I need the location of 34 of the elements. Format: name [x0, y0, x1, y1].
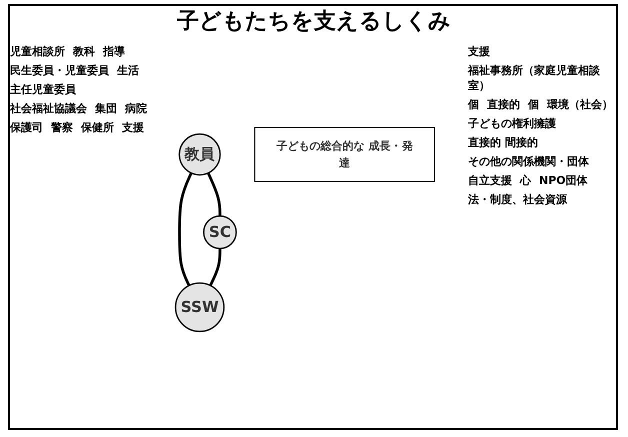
- label-text: 福祉事務所（家庭児童相談室）: [468, 63, 601, 93]
- label-text: 集団: [95, 101, 117, 116]
- label-text: 教科: [73, 44, 95, 59]
- label-text: 個: [528, 97, 539, 112]
- label-text: 主任児童委員: [10, 82, 76, 97]
- label-text: 自立支援: [468, 173, 512, 188]
- title: 子どもたちを支えるしくみ: [176, 8, 452, 36]
- label-text: 直接的 間接的: [468, 135, 538, 150]
- label-text: 警察: [51, 120, 73, 135]
- label-text: 環境（社会）: [547, 97, 613, 112]
- connector: [206, 172, 222, 217]
- label-text: その他の関係機関・団体: [468, 154, 589, 169]
- label-text: 支援: [468, 44, 490, 59]
- node-circle: SSW: [174, 282, 225, 333]
- label-text: 子どもの権利擁護: [468, 116, 556, 131]
- label-text: 個: [468, 97, 479, 112]
- label-text: 児童相談所: [10, 44, 65, 59]
- label-text: 支援: [122, 120, 144, 135]
- label-text: 保健所: [81, 120, 114, 135]
- label-text: 保護司: [10, 120, 43, 135]
- connector: [209, 249, 222, 287]
- node-circle: SC: [203, 216, 237, 250]
- label-text: 心: [520, 173, 531, 188]
- label-text: 社会福祉協議会: [10, 101, 87, 116]
- node-circle: 教員: [178, 134, 221, 176]
- label-text: 直接的: [487, 97, 520, 112]
- label-text: NPO団体: [539, 173, 588, 188]
- node-box: 子どもの総合的な 成長・発達: [254, 128, 435, 182]
- label-text: 生活: [117, 63, 139, 78]
- connector: [178, 172, 192, 287]
- label-text: 民生委員・児童委員: [10, 63, 109, 78]
- label-text: 法・制度、社会資源: [468, 192, 567, 207]
- label-text: 指導: [103, 44, 125, 59]
- label-text: 病院: [125, 101, 147, 116]
